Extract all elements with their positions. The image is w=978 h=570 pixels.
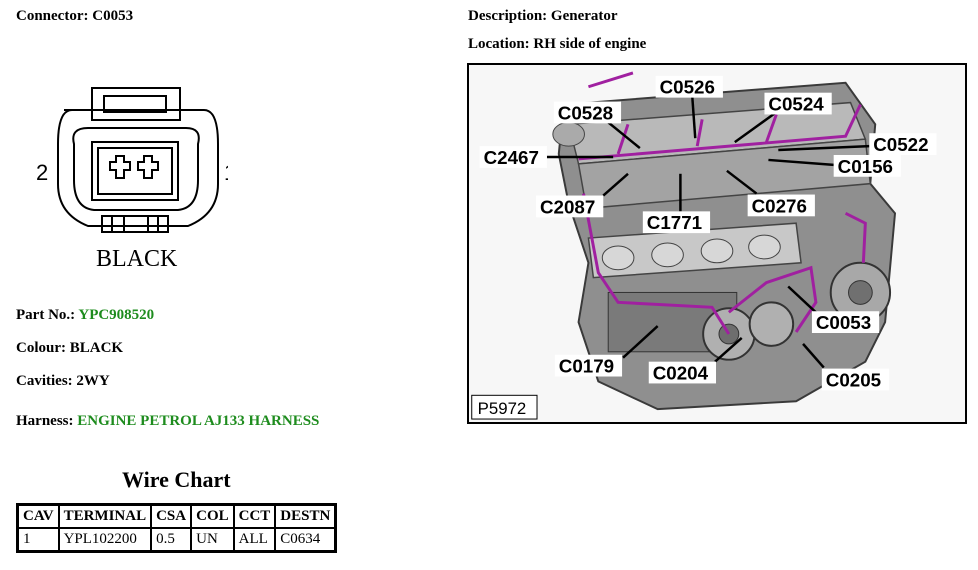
header-destn: DESTN	[274, 503, 337, 529]
part-no-label: Part No.:	[16, 307, 76, 323]
cavities-label: Cavities:	[16, 373, 73, 389]
cell-cct: ALL	[232, 527, 277, 553]
callout-c0179: C0179	[559, 356, 614, 377]
callout-c0524: C0524	[768, 93, 824, 114]
engine-location-image: C0526 C0528 C0524 C2467 C0522 C0156 C208…	[467, 63, 967, 424]
header-cct: CCT	[232, 503, 277, 529]
callout-c2467: C2467	[484, 147, 539, 168]
header-terminal: TERMINAL	[57, 503, 153, 529]
callout-c0053: C0053	[816, 312, 871, 333]
table-row: 1 YPL102200 0.5 UN ALL C0634	[16, 527, 337, 553]
header-cav: CAV	[16, 503, 60, 529]
callout-c0276: C0276	[752, 195, 807, 216]
callout-c0204: C0204	[653, 362, 709, 383]
connector-label: Connector:	[16, 8, 89, 24]
harness-line: Harness: ENGINE PETROL AJ133 HARNESS	[16, 413, 319, 430]
location-label: Location:	[468, 36, 530, 52]
callout-c0522: C0522	[873, 134, 928, 155]
harness-link[interactable]: ENGINE PETROL AJ133 HARNESS	[77, 413, 320, 429]
pin-1-label: 1	[224, 160, 228, 185]
wire-chart-table: CAV TERMINAL CSA COL CCT DESTN 1 YPL1022…	[16, 503, 338, 553]
pin-2-label: 2	[36, 160, 48, 185]
callout-c2087: C2087	[540, 196, 595, 217]
harness-illustration	[578, 71, 867, 335]
colour-line: Colour: BLACK	[16, 340, 123, 357]
cell-cav: 1	[16, 527, 60, 553]
location-line: Location: RH side of engine	[468, 36, 646, 53]
callout-c0205: C0205	[826, 369, 881, 390]
cell-col: UN	[190, 527, 235, 553]
part-no-line: Part No.: YPC908520	[16, 307, 154, 324]
connector-value: C0053	[92, 8, 134, 24]
description-line: Description: Generator	[468, 8, 618, 25]
image-reference: P5972	[478, 399, 527, 418]
callout-c0526: C0526	[660, 77, 715, 98]
wire-chart-title: Wire Chart	[122, 467, 231, 492]
connector-face-diagram: 2 1 BLACK	[36, 87, 228, 272]
colour-label: Colour:	[16, 340, 66, 356]
callout-c0156: C0156	[838, 156, 893, 177]
cell-destn: C0634	[274, 527, 337, 553]
connector-line: Connector: C0053	[16, 8, 133, 25]
harness-label: Harness:	[16, 413, 74, 429]
connector-colour-label: BLACK	[96, 246, 178, 272]
cavities-line: Cavities: 2WY	[16, 373, 110, 390]
description-value: Generator	[550, 8, 618, 24]
description-label: Description:	[468, 8, 548, 24]
connector-callouts: C0526 C0528 C0524 C2467 C0522 C0156 C208…	[479, 75, 937, 390]
header-csa: CSA	[150, 503, 193, 529]
colour-value: BLACK	[69, 340, 124, 356]
header-col: COL	[190, 503, 235, 529]
cell-terminal: YPL102200	[57, 527, 153, 553]
cavities-value: 2WY	[76, 373, 110, 389]
wire-chart-header-row: CAV TERMINAL CSA COL CCT DESTN	[16, 503, 337, 529]
location-value: RH side of engine	[533, 36, 647, 52]
cell-csa: 0.5	[150, 527, 193, 553]
callout-c0528: C0528	[558, 102, 613, 123]
callout-c1771: C1771	[647, 212, 702, 233]
part-no-link[interactable]: YPC908520	[78, 307, 155, 323]
